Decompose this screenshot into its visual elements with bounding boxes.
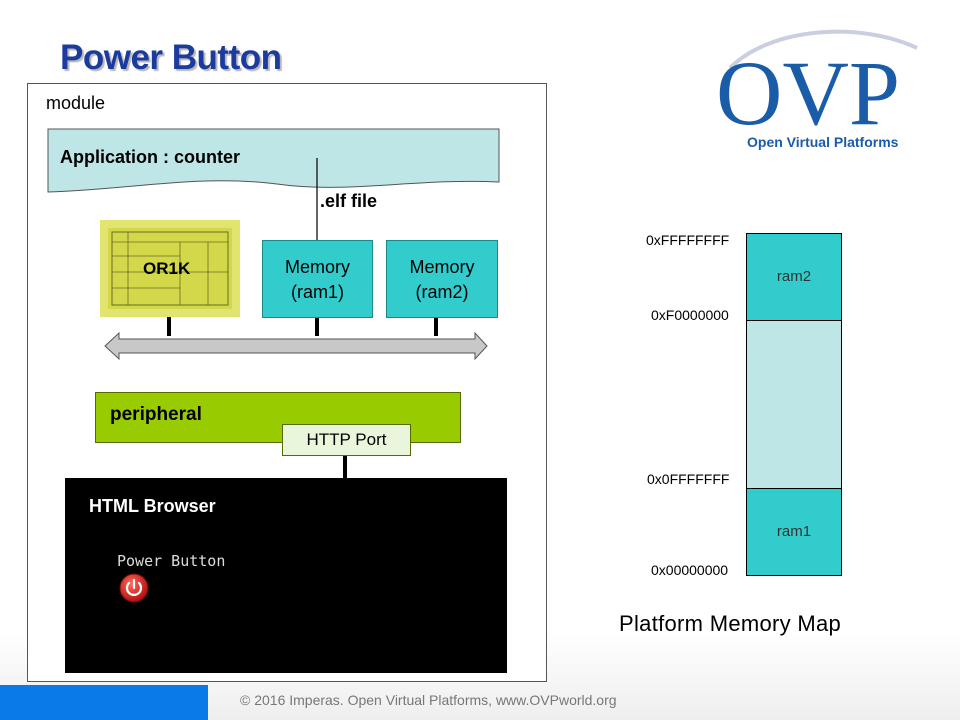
peripheral-label: peripheral [110,404,202,425]
memory-ram1-block: Memory (ram1) [262,240,373,318]
logo-subtitle: Open Virtual Platforms [747,134,899,150]
application-label: Application : counter [60,147,240,167]
memmap-address-top: 0xFFFFFFFF [646,232,730,248]
memmap-address-ram2-start: 0xF0000000 [651,307,729,323]
html-browser-label: HTML Browser [89,496,216,516]
footer-accent-bar [0,685,208,720]
power-button-label: Power Button [117,552,226,570]
memmap-address-ram1-end: 0x0FFFFFFF [647,471,730,487]
memmap-unused-segment [746,320,842,489]
cpu-die-icon [108,228,232,309]
http-port-block: HTTP Port [282,424,411,456]
memmap-ram2-label: ram2 [776,268,812,285]
logo-wordmark: OVP [716,42,900,136]
ram1-bus-drop [315,317,319,336]
ovp-logo-icon: OVP [716,29,918,136]
cpu-bus-drop [167,317,171,336]
memory-ram2-line2: (ram2) [415,282,469,302]
memmap-address-bottom: 0x00000000 [651,562,729,578]
ram2-bus-drop [434,317,438,336]
http-port-connector [343,456,347,478]
memmap-title: Platform Memory Map [619,611,842,636]
memory-ram2-block: Memory (ram2) [386,240,498,318]
memory-ram2-line1: Memory [409,257,475,277]
memory-ram1-line2: (ram1) [291,282,344,302]
system-bus [104,331,488,361]
footer-copyright: © 2016 Imperas. Open Virtual Platforms, … [240,692,617,708]
elf-file-label: .elf file [320,191,378,211]
memmap-ram2-segment: ram2 [746,233,842,321]
memory-ram1-line1: Memory [284,257,350,277]
cpu-or1k-block [100,220,240,317]
application-banner [47,128,500,193]
memmap-ram1-segment: ram1 [746,488,842,576]
cpu-label: OR1K [143,259,191,278]
module-label: module [46,93,106,113]
memmap-ram1-label: ram1 [776,523,812,540]
slide-title: Power Button [60,38,282,77]
power-icon[interactable] [119,573,149,603]
